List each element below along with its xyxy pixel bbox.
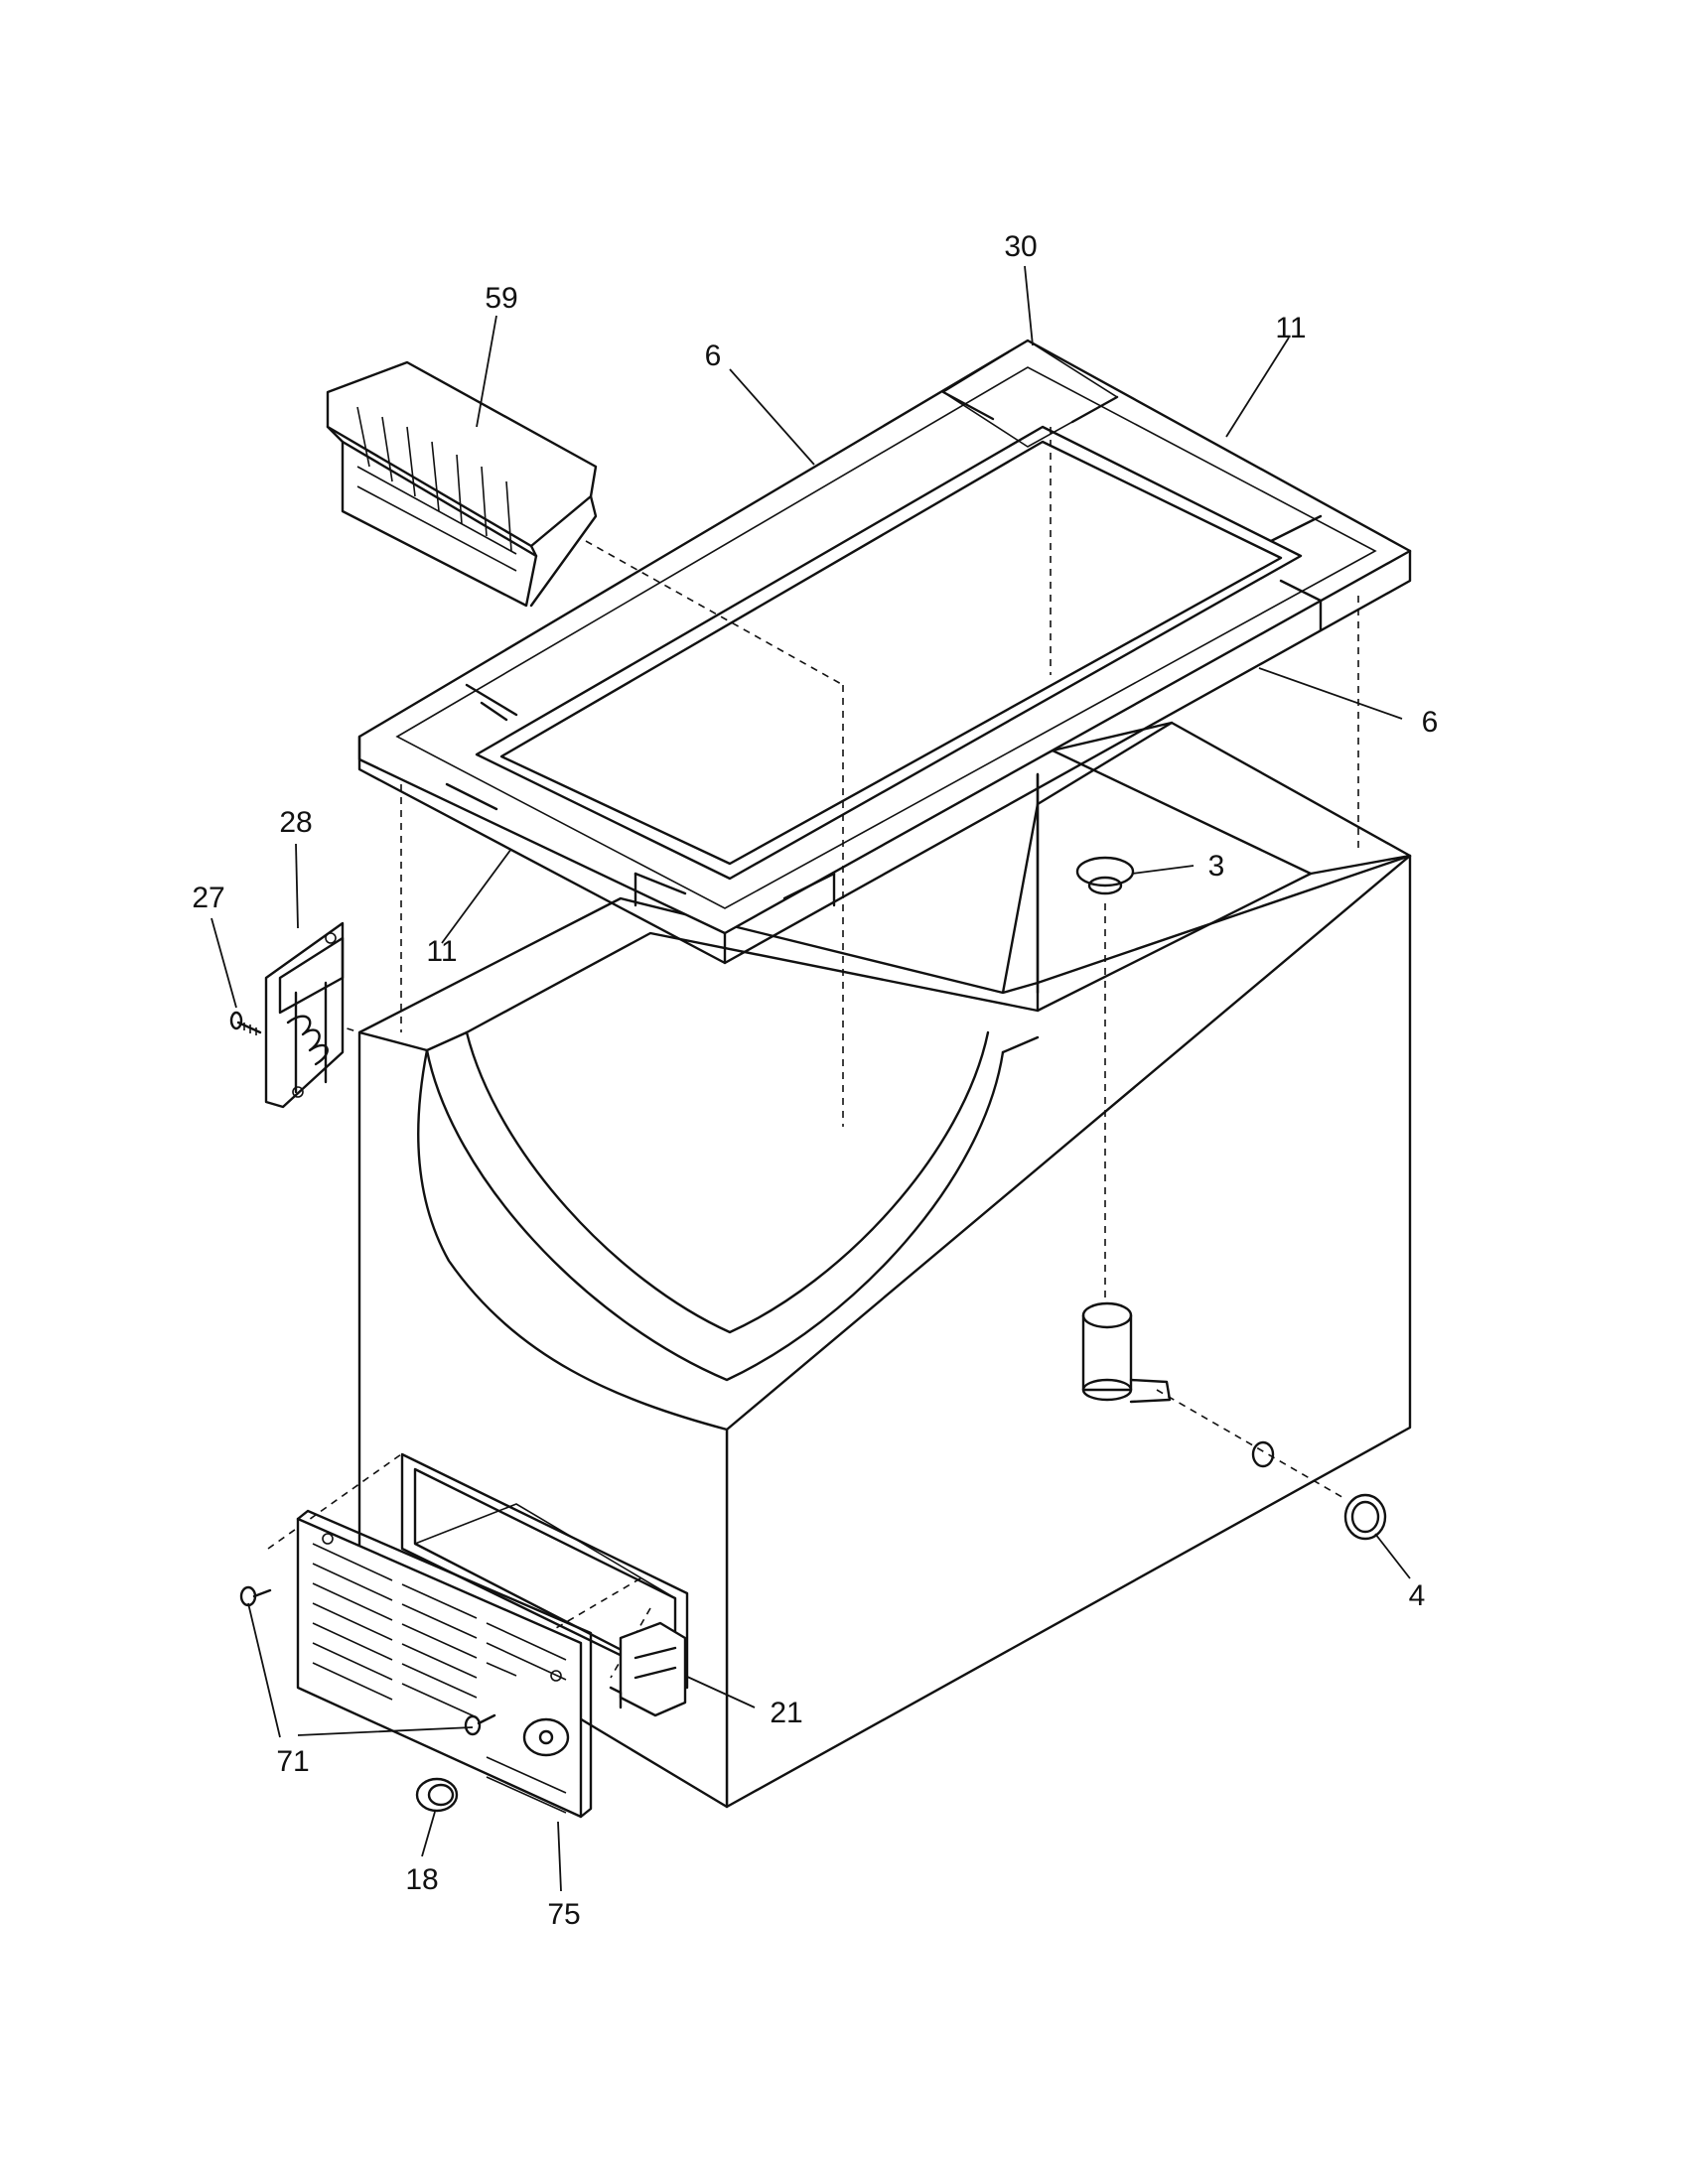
callout-labels: 59 6 30 11 6 3 28 27 11 4 21 71 18 75 — [192, 230, 1438, 1931]
leader-lines — [211, 265, 1411, 1892]
callout-4: 4 — [1409, 1579, 1426, 1612]
callout-59: 59 — [485, 282, 517, 315]
drain-plug-part-3 — [1075, 856, 1135, 895]
basket-part-59 — [326, 360, 598, 608]
callout-3: 3 — [1208, 850, 1225, 883]
callout-6-right: 6 — [1422, 706, 1439, 739]
drain-cap-part-4 — [1343, 1493, 1387, 1541]
breaker-strip-frame — [357, 339, 1412, 965]
callout-75: 75 — [547, 1898, 580, 1931]
callout-27: 27 — [192, 882, 224, 914]
callout-18: 18 — [405, 1863, 438, 1896]
callout-71: 71 — [276, 1745, 309, 1778]
hinge-part-28 — [264, 921, 345, 1109]
screw-part-27 — [229, 1011, 262, 1035]
callout-21: 21 — [770, 1697, 802, 1729]
control-part-21 — [609, 1621, 687, 1717]
grille-part-75 — [296, 1509, 593, 1819]
callout-11-left: 11 — [426, 935, 457, 968]
knob-part-18 — [415, 1777, 459, 1813]
drain-tube — [1081, 1301, 1172, 1404]
callout-6-top: 6 — [705, 340, 722, 372]
callout-30: 30 — [1004, 230, 1037, 263]
callout-28: 28 — [279, 806, 312, 839]
drain-ring — [1251, 1440, 1275, 1468]
callout-11-top: 11 — [1275, 312, 1306, 344]
